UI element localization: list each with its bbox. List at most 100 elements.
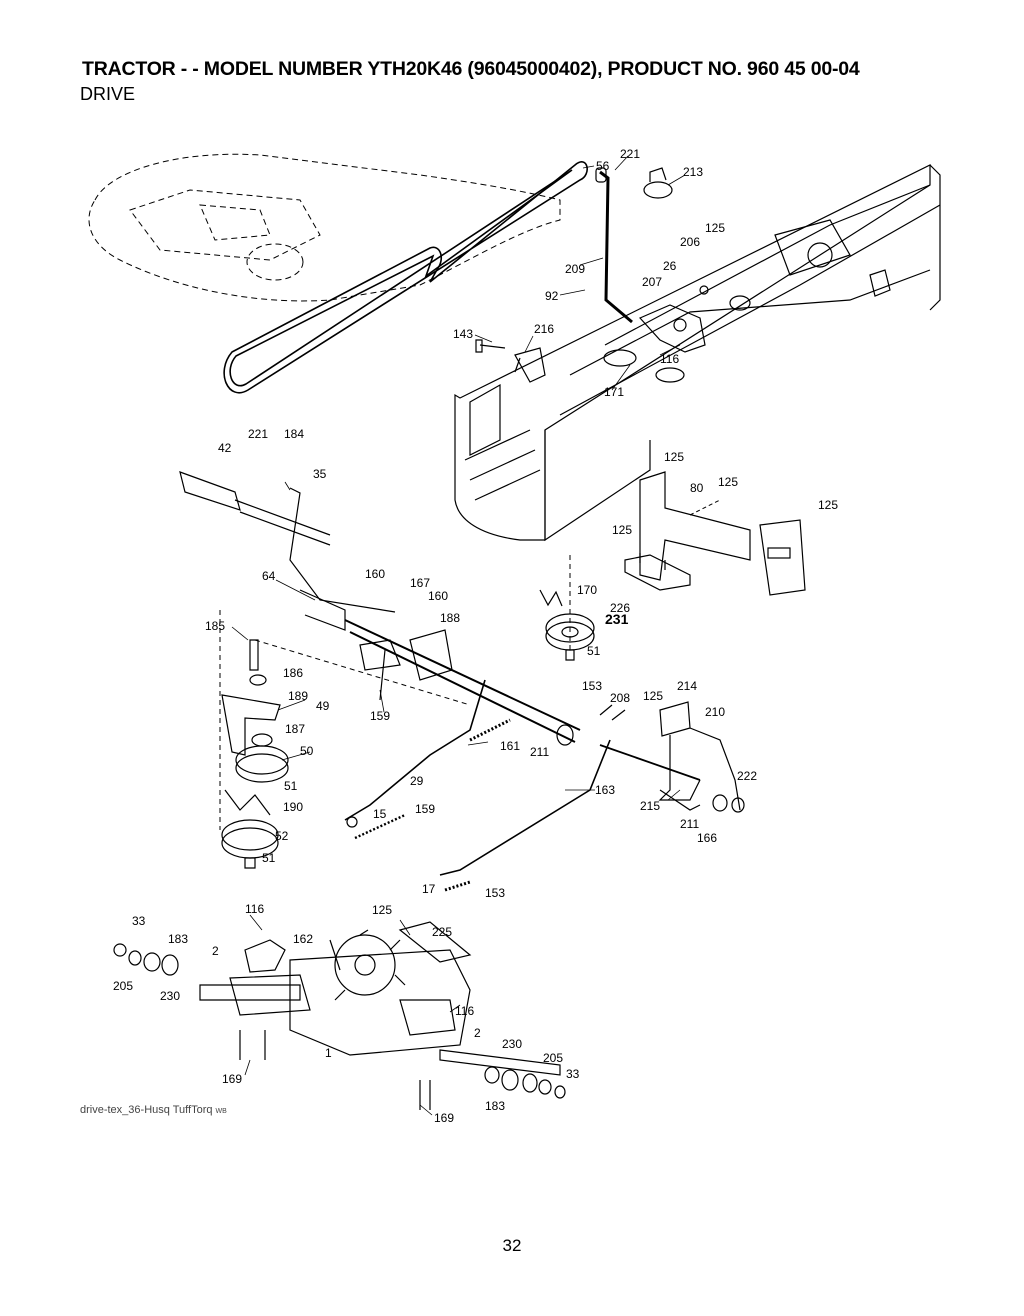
callout-label: 116 — [245, 902, 264, 916]
callout-label: 205 — [543, 1051, 563, 1065]
callout-label: 64 — [262, 569, 276, 583]
callout-label: 213 — [683, 165, 703, 179]
callout-label: 184 — [284, 427, 304, 441]
callout-label: 33 — [566, 1067, 580, 1081]
callout-label: 186 — [283, 666, 303, 680]
callout-label: 125 — [718, 475, 738, 489]
callout-label: 50 — [300, 744, 314, 758]
callout-label: 183 — [485, 1099, 505, 1113]
callout-label: 210 — [705, 705, 725, 719]
callout-label: 221 — [248, 427, 268, 441]
callout-label: 125 — [818, 498, 838, 512]
caption-mark: WB — [215, 1108, 227, 1115]
callout-label: 221 — [620, 147, 640, 161]
callout-label: 52 — [275, 829, 289, 843]
idler-pulley-231 — [539, 589, 595, 661]
bolt-143 — [475, 339, 506, 353]
callout-label: 153 — [582, 679, 602, 693]
callout-label: 159 — [370, 709, 390, 723]
pulley-stack-left — [219, 610, 471, 869]
callout-label: 188 — [440, 611, 460, 625]
callout-leaders — [231, 155, 686, 1116]
callout-label: 231 — [605, 611, 629, 627]
callout-label: 171 — [604, 385, 624, 399]
callout-label: 2 — [474, 1026, 481, 1040]
shift-rod — [595, 167, 673, 324]
bracket-206 — [638, 304, 706, 353]
callout-label: 125 — [612, 523, 632, 537]
callout-label: 80 — [690, 481, 704, 495]
callout-label: 170 — [577, 583, 597, 597]
callout-label: 116 — [455, 1004, 474, 1018]
figure-caption: drive-tex_36-Husq TuffTorq WB — [80, 1104, 227, 1116]
callout-label: 161 — [500, 739, 520, 753]
callout-label: 35 — [313, 467, 327, 481]
tractor-frame — [454, 164, 941, 542]
callout-label: 51 — [262, 851, 276, 865]
callout-label: 163 — [595, 783, 615, 797]
callout-label: 187 — [285, 722, 305, 736]
callout-label: 215 — [640, 799, 660, 813]
callout-label: 211 — [530, 745, 549, 759]
callout-label: 160 — [428, 589, 448, 603]
callout-label: 185 — [205, 619, 225, 633]
callout-label: 42 — [218, 441, 232, 455]
transaxle-assembly — [113, 921, 566, 1110]
callout-label: 205 — [113, 979, 133, 993]
page-number: 32 — [502, 1236, 522, 1255]
callout-label: 166 — [697, 831, 717, 845]
brake-pedal — [599, 701, 745, 813]
callout-label: 159 — [415, 802, 435, 816]
callout-label: 209 — [565, 262, 585, 276]
callout-label: 2 — [212, 944, 219, 958]
callout-label: 226 — [610, 601, 630, 615]
page-title: TRACTOR - - MODEL NUMBER YTH20K46 (96045… — [82, 58, 860, 80]
callout-label: 26 — [663, 259, 677, 273]
callout-label: 189 — [288, 689, 308, 703]
callout-label: 143 — [453, 327, 473, 341]
callout-label: 49 — [316, 699, 330, 713]
callout-label: 160 — [365, 567, 385, 581]
callout-label: 230 — [160, 989, 180, 1003]
callout-label: 116 — [660, 352, 679, 366]
callout-label: 206 — [680, 235, 700, 249]
callout-label: 153 — [485, 886, 505, 900]
callout-label: 15 — [373, 807, 387, 821]
callout-label: 216 — [534, 322, 554, 336]
callout-label: 211 — [680, 817, 699, 831]
callout-label: 225 — [432, 925, 452, 939]
callout-label: 125 — [372, 903, 392, 917]
callout-label: 183 — [168, 932, 188, 946]
callout-label: 207 — [642, 275, 662, 289]
callout-label: 167 — [410, 576, 430, 590]
callout-label: 92 — [545, 289, 559, 303]
callout-label: 222 — [737, 769, 757, 783]
bracket-216 — [514, 347, 546, 383]
brake-clutch-shaft — [179, 471, 581, 746]
callout-label: 56 — [596, 159, 610, 173]
callout-label: 51 — [587, 644, 601, 658]
bracket-plate-80 — [569, 471, 806, 650]
callout-label: 125 — [643, 689, 663, 703]
callout-label: 33 — [132, 914, 146, 928]
linkage-rods — [344, 679, 626, 892]
callout-label: 17 — [422, 882, 436, 896]
caption-text: drive-tex_36-Husq TuffTorq — [80, 1104, 213, 1116]
callout-label: 169 — [434, 1111, 454, 1125]
section-title: DRIVE — [80, 84, 136, 104]
callout-label: 51 — [284, 779, 298, 793]
callout-label: 230 — [502, 1037, 522, 1051]
footrest-outline — [88, 153, 561, 302]
callout-label: 1 — [325, 1046, 332, 1060]
callout-label: 214 — [677, 679, 697, 693]
drive-belt — [223, 161, 588, 394]
callout-label: 125 — [705, 221, 725, 235]
callout-label: 162 — [293, 932, 313, 946]
callout-labels: 221 56 213 125 206 26 207 209 92 143 216… — [113, 147, 838, 1125]
callout-label: 125 — [664, 450, 684, 464]
callout-label: 190 — [283, 800, 303, 814]
callout-label: 208 — [610, 691, 630, 705]
callout-label: 169 — [222, 1072, 242, 1086]
callout-label: 29 — [410, 774, 424, 788]
